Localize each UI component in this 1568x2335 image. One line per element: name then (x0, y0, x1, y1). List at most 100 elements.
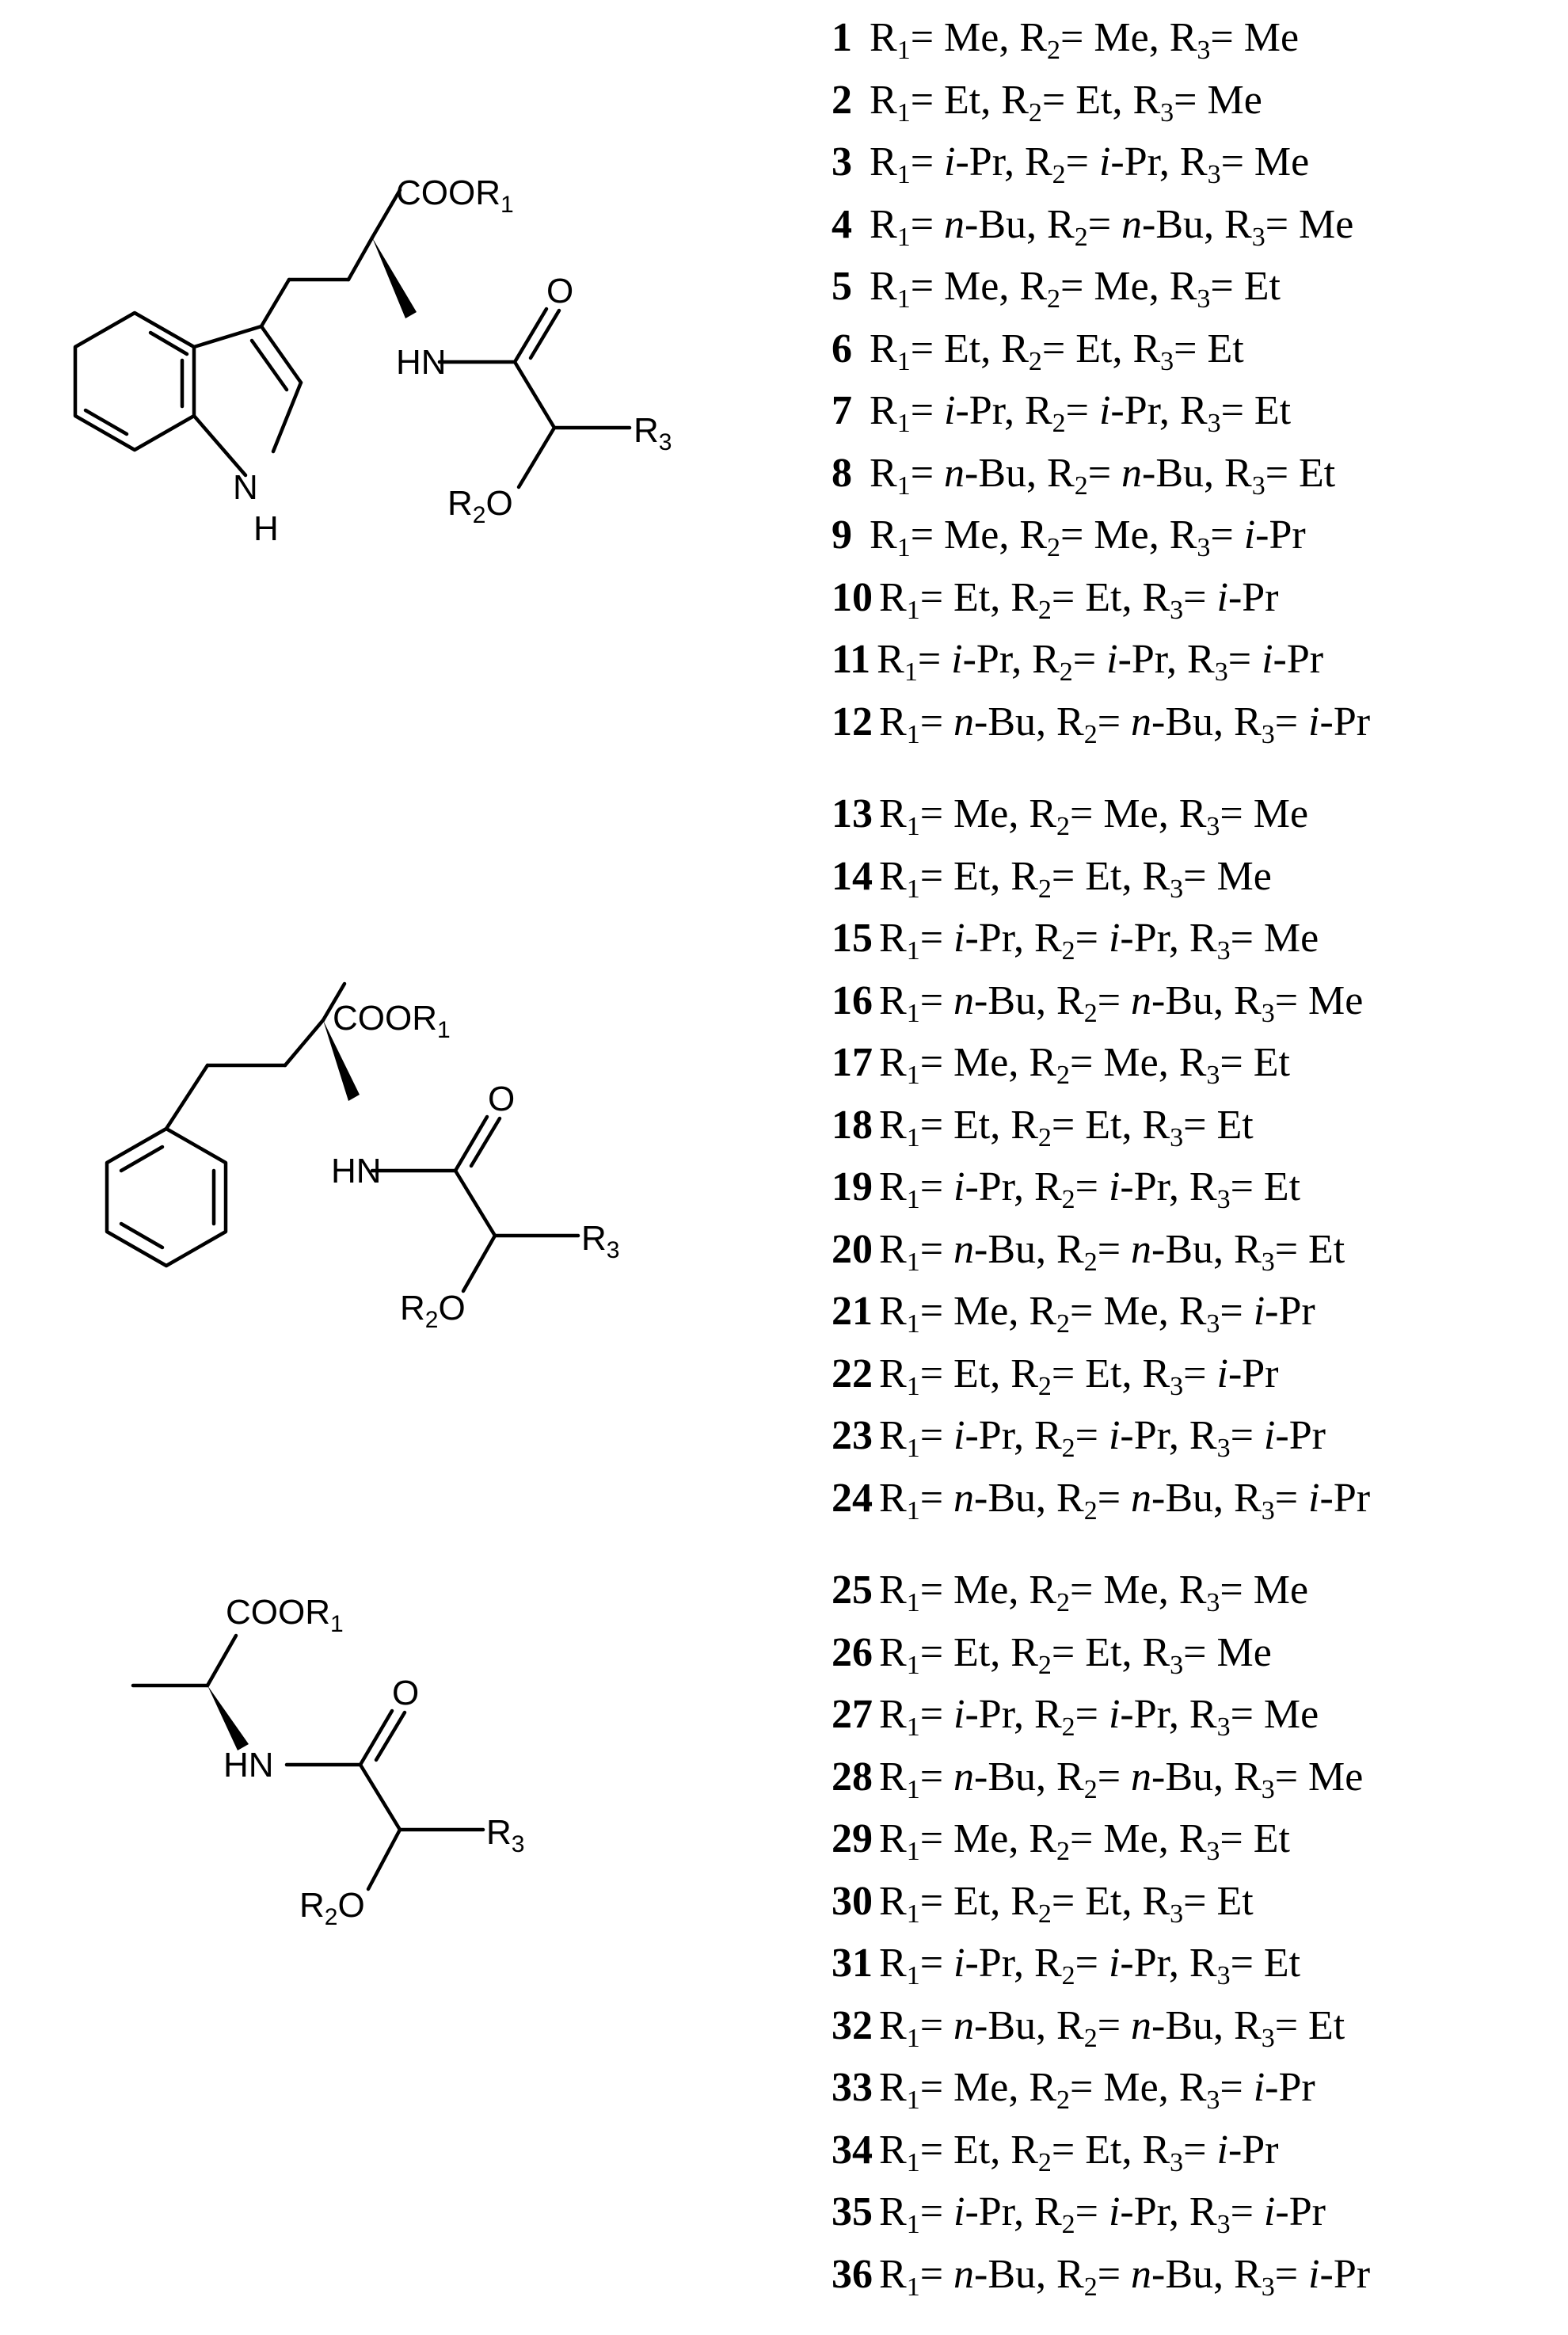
compound-number: 8 (832, 450, 852, 496)
structures-canvas: COOR1 HN O 3 R3 R2O N H COOR1 HN O R3 R2… (73, 173, 672, 1930)
r2-value: Me (1103, 1567, 1159, 1613)
compound-number: 29 (832, 1816, 873, 1861)
phenylalanine-wedge-bond (323, 1020, 360, 1101)
r3-value: i-Pr (1308, 1475, 1371, 1521)
r3-value: i-Pr (1263, 2189, 1326, 2234)
r1-value: Me (944, 15, 999, 60)
r1-value: n-Bu (953, 1475, 1037, 1521)
r2-value: i-Pr (1098, 139, 1159, 185)
r2-value: Et (1085, 1629, 1122, 1675)
r1-value: i-Pr (951, 637, 1012, 682)
ala-carbonyl-o-label: O (392, 1674, 419, 1712)
r2-value: i-Pr (1108, 916, 1169, 961)
r2-value: Me (1094, 512, 1149, 558)
r3-value: Me (1254, 139, 1310, 185)
r2-value: i-Pr (1108, 1941, 1169, 1986)
compound-number: 1 (832, 15, 852, 60)
r1-value: n-Bu (953, 2251, 1037, 2297)
phe-carbonyl-o-label: O (488, 1080, 515, 1118)
compound-number: 33 (832, 2065, 873, 2110)
compound-number: 35 (832, 2189, 873, 2234)
r2-value: Et (1075, 326, 1113, 371)
compound-number: 30 (832, 1878, 873, 1924)
r1-value: n-Bu (953, 977, 1037, 1023)
r2-value: i-Pr (1108, 1413, 1169, 1458)
compound-number: 21 (832, 1289, 873, 1334)
r2-value: i-Pr (1108, 1164, 1169, 1209)
r2-value: Et (1085, 853, 1122, 899)
alanine-structure (131, 1633, 485, 1891)
compound-number: 10 (832, 574, 873, 620)
r1-value: Et (944, 77, 981, 123)
r2-value: Me (1103, 2065, 1159, 2110)
r1-value: i-Pr (953, 1692, 1014, 1737)
compound-number: 36 (832, 2251, 873, 2297)
r2-value: n-Bu (1131, 2251, 1214, 2297)
r2-value: n-Bu (1121, 450, 1205, 496)
compound-number: 23 (832, 1413, 873, 1458)
compound-number: 6 (832, 326, 852, 371)
r2-value: n-Bu (1131, 977, 1214, 1023)
r1-value: Me (953, 1816, 1009, 1861)
r3-value: i-Pr (1243, 512, 1306, 558)
trp-indole-n-label: N (233, 468, 258, 507)
r1-value: Et (953, 853, 991, 899)
r3-value: Me (1243, 15, 1300, 60)
compound-number: 11 (832, 637, 871, 682)
r1-value: Me (953, 1040, 1009, 1085)
r2-value: Et (1075, 77, 1113, 123)
r2-value: i-Pr (1098, 388, 1159, 433)
r1-value: Et (944, 326, 981, 371)
r2-value: i-Pr (1106, 637, 1167, 682)
r1-value: i-Pr (953, 2189, 1014, 2234)
compound-number: 26 (832, 1629, 873, 1675)
tryptophan-benzene-ring (73, 310, 196, 452)
phe-coor1-label: COOR1 (333, 999, 451, 1043)
compound-number: 15 (832, 916, 873, 961)
r1-value: n-Bu (953, 699, 1037, 745)
compound-number: 17 (832, 1040, 873, 1085)
tryptophan-structure (73, 188, 632, 489)
compound-number: 28 (832, 1754, 873, 1800)
r3-value: Et (1263, 1164, 1301, 1209)
r1-value: Et (953, 574, 991, 620)
compound-number: 4 (832, 201, 852, 247)
compound-number: 24 (832, 1475, 873, 1521)
r1-value: i-Pr (944, 388, 1004, 433)
r2-value: Me (1094, 15, 1149, 60)
trp-r3-text: R3 (634, 411, 672, 455)
r2-value: Et (1085, 2127, 1122, 2173)
r3-value: Et (1207, 326, 1244, 371)
trp-indole-h-label: H (253, 509, 279, 548)
trp-coor1-label: COOR1 (396, 173, 514, 218)
r2-value: i-Pr (1108, 1692, 1169, 1737)
trp-carbonyl-o-label: O (546, 272, 573, 310)
r3-value: Me (1253, 791, 1309, 836)
r1-value: n-Bu (944, 201, 1027, 247)
r2-value: n-Bu (1131, 1475, 1214, 1521)
r3-value: i-Pr (1253, 2065, 1315, 2110)
r3-value: Me (1216, 1629, 1272, 1675)
compound-number: 9 (832, 512, 852, 558)
